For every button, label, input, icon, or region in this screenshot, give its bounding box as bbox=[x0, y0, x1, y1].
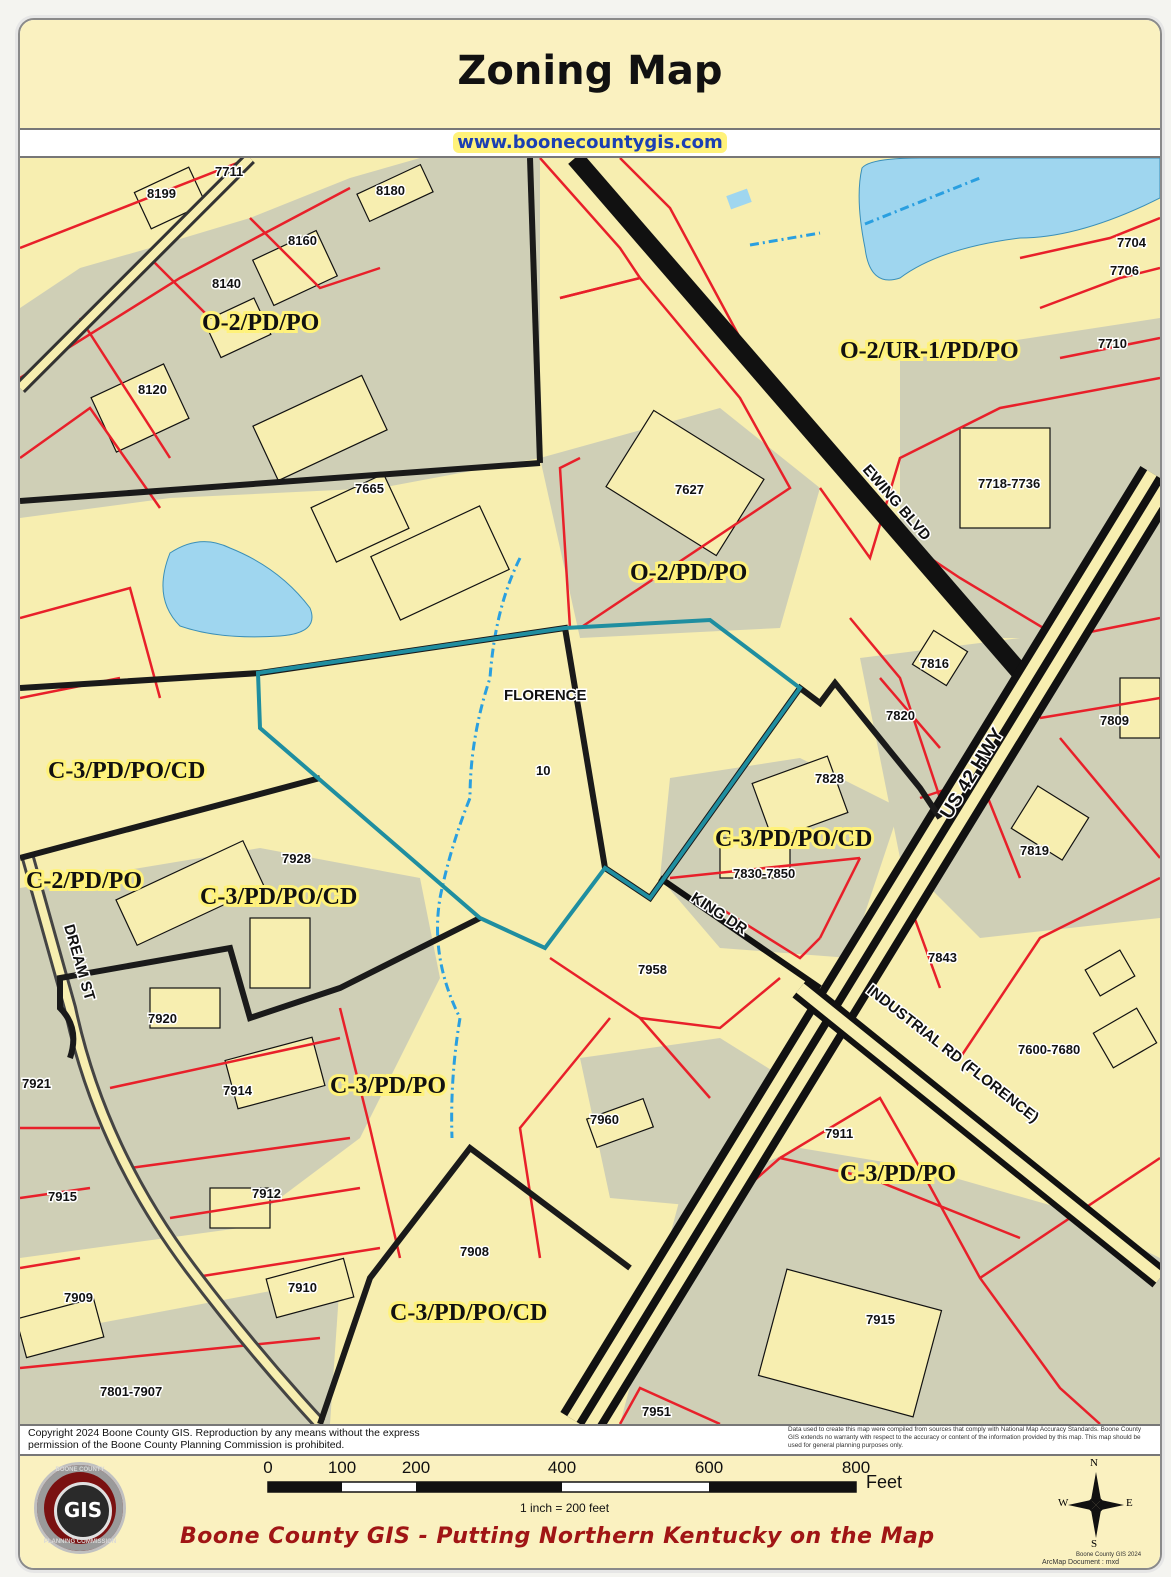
water-bodies bbox=[162, 158, 1160, 638]
parcel-number: 7843 bbox=[928, 950, 957, 965]
city-label: FLORENCE bbox=[504, 687, 587, 704]
map-document-label: ArcMap Document : mxd bbox=[1042, 1559, 1120, 1566]
footer: Copyright 2024 Boone County GIS. Reprodu… bbox=[20, 1424, 1160, 1568]
parcel-number: 7908 bbox=[460, 1244, 489, 1259]
parcel-number: 7910 bbox=[288, 1280, 317, 1295]
parcel-number: 8140 bbox=[212, 276, 241, 291]
zone-label: O-2/PD/PO bbox=[630, 560, 747, 586]
url-bar: www.boonecountygis.com bbox=[20, 130, 1160, 158]
logo-text: GIS bbox=[63, 1498, 103, 1522]
website-link[interactable]: www.boonecountygis.com bbox=[453, 132, 727, 153]
zone-label: O-2/UR-1/PD/PO bbox=[840, 338, 1019, 364]
parcel-labels: 7711 8199 8180 8160 8140 8120 7704 7706 … bbox=[21, 163, 1149, 1421]
parcel-number: 7801-7907 bbox=[100, 1384, 162, 1399]
disclaimer: Data used to create this map were compil… bbox=[788, 1426, 1142, 1449]
page-title: Zoning Map bbox=[457, 48, 723, 94]
parcel-number: 7928 bbox=[282, 851, 311, 866]
scale-note: 1 inch = 200 feet bbox=[520, 1501, 610, 1515]
streams bbox=[436, 176, 981, 1139]
parcel-number: 7711 bbox=[215, 164, 243, 179]
gis-logo: BOONE COUNTY GIS PLANNING COMMISSION bbox=[34, 1462, 126, 1554]
logo-ring-top: BOONE COUNTY bbox=[55, 1467, 105, 1473]
info-strip: Copyright 2024 Boone County GIS. Reprodu… bbox=[20, 1426, 1160, 1456]
scale-tick: 400 bbox=[547, 1458, 577, 1477]
parcel-number: 7627 bbox=[675, 482, 704, 497]
compass-n: N bbox=[1090, 1457, 1098, 1469]
parcel-number: 7912 bbox=[252, 1186, 281, 1201]
scale-bar-graphic bbox=[267, 1481, 857, 1493]
zoning-map[interactable]: O-2/PD/PO O-2/UR-1/PD/PO O-2/PD/PO C-3/P… bbox=[20, 158, 1160, 1424]
parcel-number: 7920 bbox=[148, 1011, 177, 1026]
parcel-number: 7909 bbox=[64, 1290, 93, 1305]
parcel-number: 7809 bbox=[1100, 713, 1129, 728]
parcel-number: 7820 bbox=[886, 708, 915, 723]
parcel-number: 7600-7680 bbox=[1018, 1042, 1080, 1057]
parcel-number: 7921 bbox=[22, 1076, 51, 1091]
north-arrow-icon: N S W E bbox=[1056, 1457, 1136, 1550]
print-stamp: Boone County GIS 2024 bbox=[1076, 1552, 1142, 1558]
parcel-number: 7718-7736 bbox=[978, 476, 1040, 491]
parcel-number: 7816 bbox=[920, 656, 949, 671]
parcel-number: 8199 bbox=[147, 186, 176, 201]
map-canvas: O-2/PD/PO O-2/UR-1/PD/PO O-2/PD/PO C-3/P… bbox=[20, 158, 1160, 1424]
compass-s: S bbox=[1091, 1538, 1098, 1550]
parcel-number: 7915 bbox=[866, 1312, 895, 1327]
parcel-number: 7958 bbox=[638, 962, 667, 977]
parcel-number: 7914 bbox=[223, 1083, 253, 1098]
zone-label: C-3/PD/PO bbox=[330, 1073, 446, 1099]
parcel-number: 7665 bbox=[355, 481, 384, 496]
slogan: Boone County GIS - Putting Northern Kent… bbox=[180, 1524, 935, 1549]
zone-label: C-3/PD/PO/CD bbox=[200, 884, 357, 910]
compass-w: W bbox=[1058, 1497, 1069, 1509]
parcel-number: 8160 bbox=[288, 233, 317, 248]
scale-unit: Feet bbox=[866, 1472, 903, 1492]
parcel-number: 8180 bbox=[376, 183, 405, 198]
parcel-number: 7960 bbox=[590, 1112, 619, 1127]
parcel-number: 7704 bbox=[1117, 235, 1147, 250]
logo-ring-bottom: PLANNING COMMISSION bbox=[43, 1539, 117, 1545]
zone-label: C-3/PD/PO/CD bbox=[715, 826, 872, 852]
scale-tick: 600 bbox=[694, 1458, 724, 1477]
compass-e: E bbox=[1126, 1497, 1133, 1509]
scale-tick: 100 bbox=[327, 1458, 357, 1477]
scale-tick: 800 bbox=[841, 1458, 871, 1477]
parcel-number: 7710 bbox=[1098, 336, 1127, 351]
parcel-number: 7706 bbox=[1110, 263, 1139, 278]
roads bbox=[20, 158, 1160, 1424]
zone-label: C-3/PD/PO/CD bbox=[48, 758, 205, 784]
parcel-number: 7830-7850 bbox=[733, 866, 795, 881]
city-limits bbox=[255, 617, 803, 951]
zone-label: C-3/PD/PO bbox=[840, 1161, 956, 1187]
scale-tick: 0 bbox=[263, 1458, 273, 1477]
map-sheet: Zoning Map www.boonecountygis.com bbox=[18, 18, 1162, 1570]
building-footprints bbox=[20, 163, 1160, 1418]
zone-label: O-2/PD/PO bbox=[202, 310, 319, 336]
parcel-number: 7951 bbox=[642, 1404, 671, 1419]
parcel-number: 10 bbox=[536, 763, 550, 778]
scale-bar: 0 100 200 400 600 800 Feet 1 inch = 200 … bbox=[20, 1426, 1160, 1568]
parcel-number: 7819 bbox=[1020, 843, 1049, 858]
parcel-number: 8120 bbox=[138, 382, 167, 397]
zone-label: C-2/PD/PO bbox=[26, 868, 142, 894]
zone-label: C-3/PD/PO/CD bbox=[390, 1300, 547, 1326]
scale-tick: 200 bbox=[401, 1458, 431, 1477]
parcel-number: 7915 bbox=[48, 1189, 77, 1204]
parcel-number: 7828 bbox=[815, 771, 844, 786]
title-bar: Zoning Map bbox=[20, 20, 1160, 130]
zoning-labels: O-2/PD/PO O-2/UR-1/PD/PO O-2/PD/PO C-3/P… bbox=[23, 307, 1022, 1329]
copyright-notice: Copyright 2024 Boone County GIS. Reprodu… bbox=[28, 1427, 420, 1451]
parcel-number: 7911 bbox=[825, 1126, 853, 1141]
